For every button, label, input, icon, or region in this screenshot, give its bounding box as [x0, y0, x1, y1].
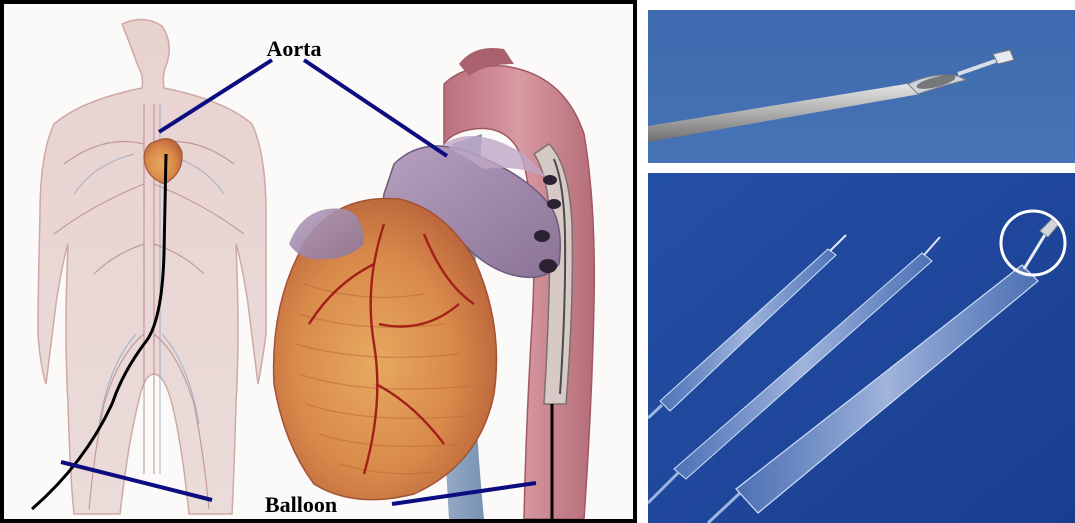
- anatomy-illustration-panel: Aorta Balloon: [0, 0, 637, 523]
- body-silhouette-icon: [38, 19, 266, 514]
- catheter-tip-photo: [648, 10, 1075, 163]
- aorta-pointer-line-2: [304, 60, 447, 156]
- aorta-label: Aorta: [267, 36, 322, 61]
- anatomy-illustration: Aorta Balloon: [4, 4, 633, 519]
- balloon-label: Balloon: [265, 492, 337, 517]
- balloon-catheters-image: [648, 173, 1075, 523]
- catheter-tip-image: [648, 10, 1075, 163]
- balloon-catheters-photo: [648, 173, 1075, 523]
- heart-illustration-icon: [274, 48, 595, 519]
